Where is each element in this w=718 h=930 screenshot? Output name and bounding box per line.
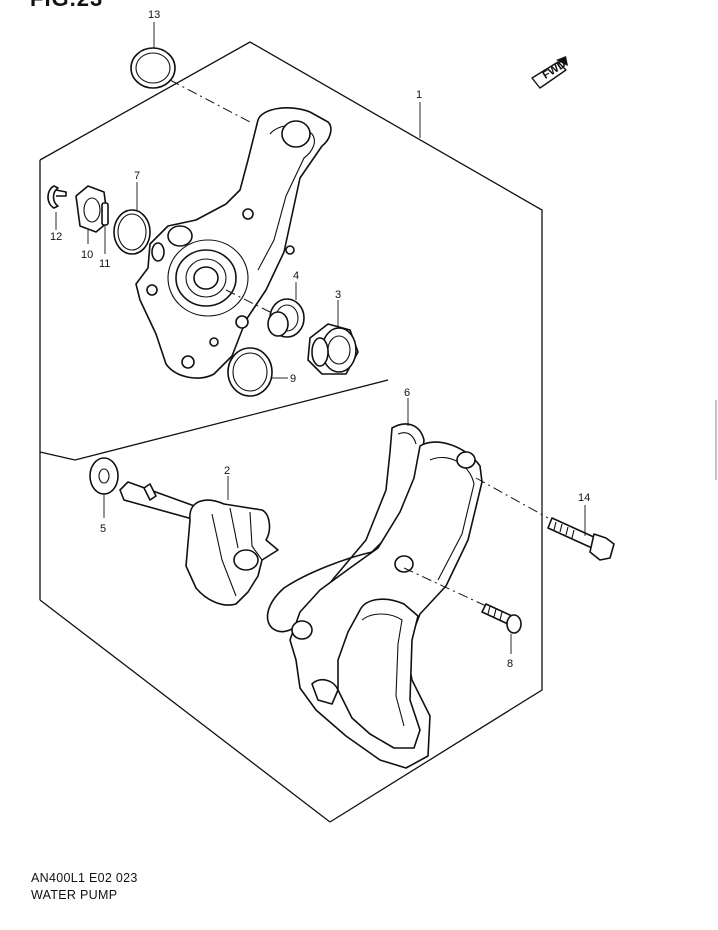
callout-labels: 13 1 7 12 10 11 4 3 9 6 2 14 5 8 [50,9,590,670]
assembly-frame [39,41,543,823]
part-11-pin [101,202,109,254]
model-code: AN400L1 E02 023 [31,871,138,885]
callout-12: 12 [50,231,62,243]
callout-14: 14 [578,492,590,504]
fwd-direction-badge: FWD [531,56,568,89]
callout-3: 3 [335,289,341,301]
callout-6: 6 [404,387,410,399]
part-7-o-ring [113,182,151,255]
figure-title: FIG.23 [30,0,103,12]
part-2-impeller-shaft [119,476,279,606]
part-13-o-ring [130,22,251,123]
part-9-o-ring [227,347,288,397]
callout-4: 4 [293,270,299,282]
callout-1: 1 [416,89,422,101]
part-5-washer [89,457,119,518]
callout-7: 7 [134,170,140,182]
callout-2: 2 [224,465,230,477]
callout-13: 13 [148,9,160,21]
callout-8: 8 [507,658,513,670]
part-12-e-clip [47,185,67,230]
part-8-screw [403,567,522,654]
section-name: WATER PUMP [31,888,118,902]
callout-10: 10 [81,249,93,261]
pump-cover-lower [289,441,483,769]
callout-5: 5 [100,523,106,535]
part-4-bearing [225,282,305,338]
part-14-bolt [475,477,615,561]
part-3-mechanical-seal [307,300,359,375]
callout-9: 9 [290,373,296,385]
callout-11: 11 [99,258,110,270]
pump-case-upper [135,107,332,379]
